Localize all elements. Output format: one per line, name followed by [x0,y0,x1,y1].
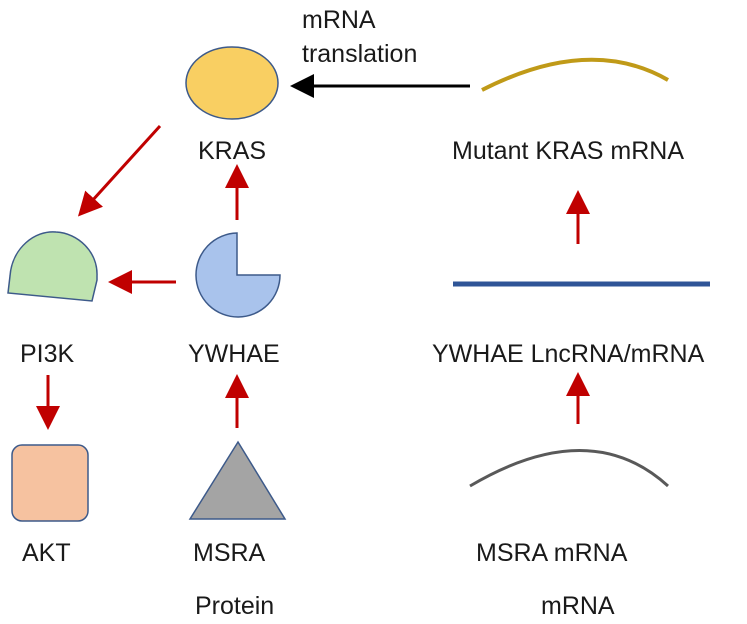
translation-label-line1: mRNA [302,6,376,34]
kras-shape [185,46,279,120]
ywhae-shape [195,232,281,318]
ywhae-lnc-label: YWHAE LncRNA/mRNA [432,340,705,368]
msra-shape [188,440,287,520]
msra-mrna-label: MSRA mRNA [476,539,628,567]
pi3k-label: PI3K [20,340,75,368]
akt-shape [11,444,89,522]
translation-label-line2: translation [302,40,418,68]
msra-mrna-curve [469,449,670,488]
mutant-kras-mrna-label: Mutant KRAS mRNA [452,137,685,165]
protein-label: Protein [195,592,275,620]
arrow-kras-to-pi3k [77,124,162,217]
msra-label: MSRA [193,539,266,567]
akt-label: AKT [22,539,71,567]
mrna-label: mRNA [541,592,615,620]
kras-label: KRAS [198,137,267,165]
pi3k-shape [7,231,98,302]
mutant-kras-mrna-curve [481,57,669,92]
ywhae-label: YWHAE [188,340,280,368]
